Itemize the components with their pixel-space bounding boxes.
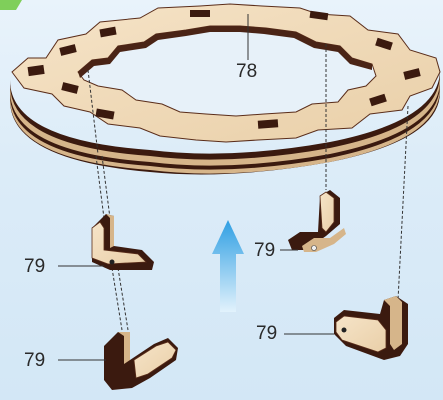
support-dowel-hole — [110, 260, 115, 265]
support-piece-right-lower — [334, 296, 408, 360]
part-number-support: 79 — [24, 257, 45, 276]
support-face — [92, 222, 146, 264]
part-number-support: 79 — [256, 324, 277, 343]
support-dowel-hole — [342, 328, 347, 333]
part-number-support: 79 — [24, 351, 45, 370]
guide-line — [112, 268, 122, 330]
support-piece-left-upper — [92, 214, 154, 270]
part-number-ring: 78 — [236, 62, 257, 81]
ring-slot — [190, 10, 210, 17]
ring-slot — [258, 119, 279, 128]
part-number-support: 79 — [254, 241, 275, 260]
ring-assembly — [10, 4, 440, 174]
corner-tab — [0, 0, 22, 10]
up-arrow-icon — [212, 220, 244, 312]
support-piece-left-lower — [104, 332, 178, 390]
support-piece-right-upper — [288, 190, 346, 252]
guide-line — [118, 268, 128, 330]
support-face — [336, 316, 386, 352]
support-dowel-hole — [312, 246, 317, 251]
